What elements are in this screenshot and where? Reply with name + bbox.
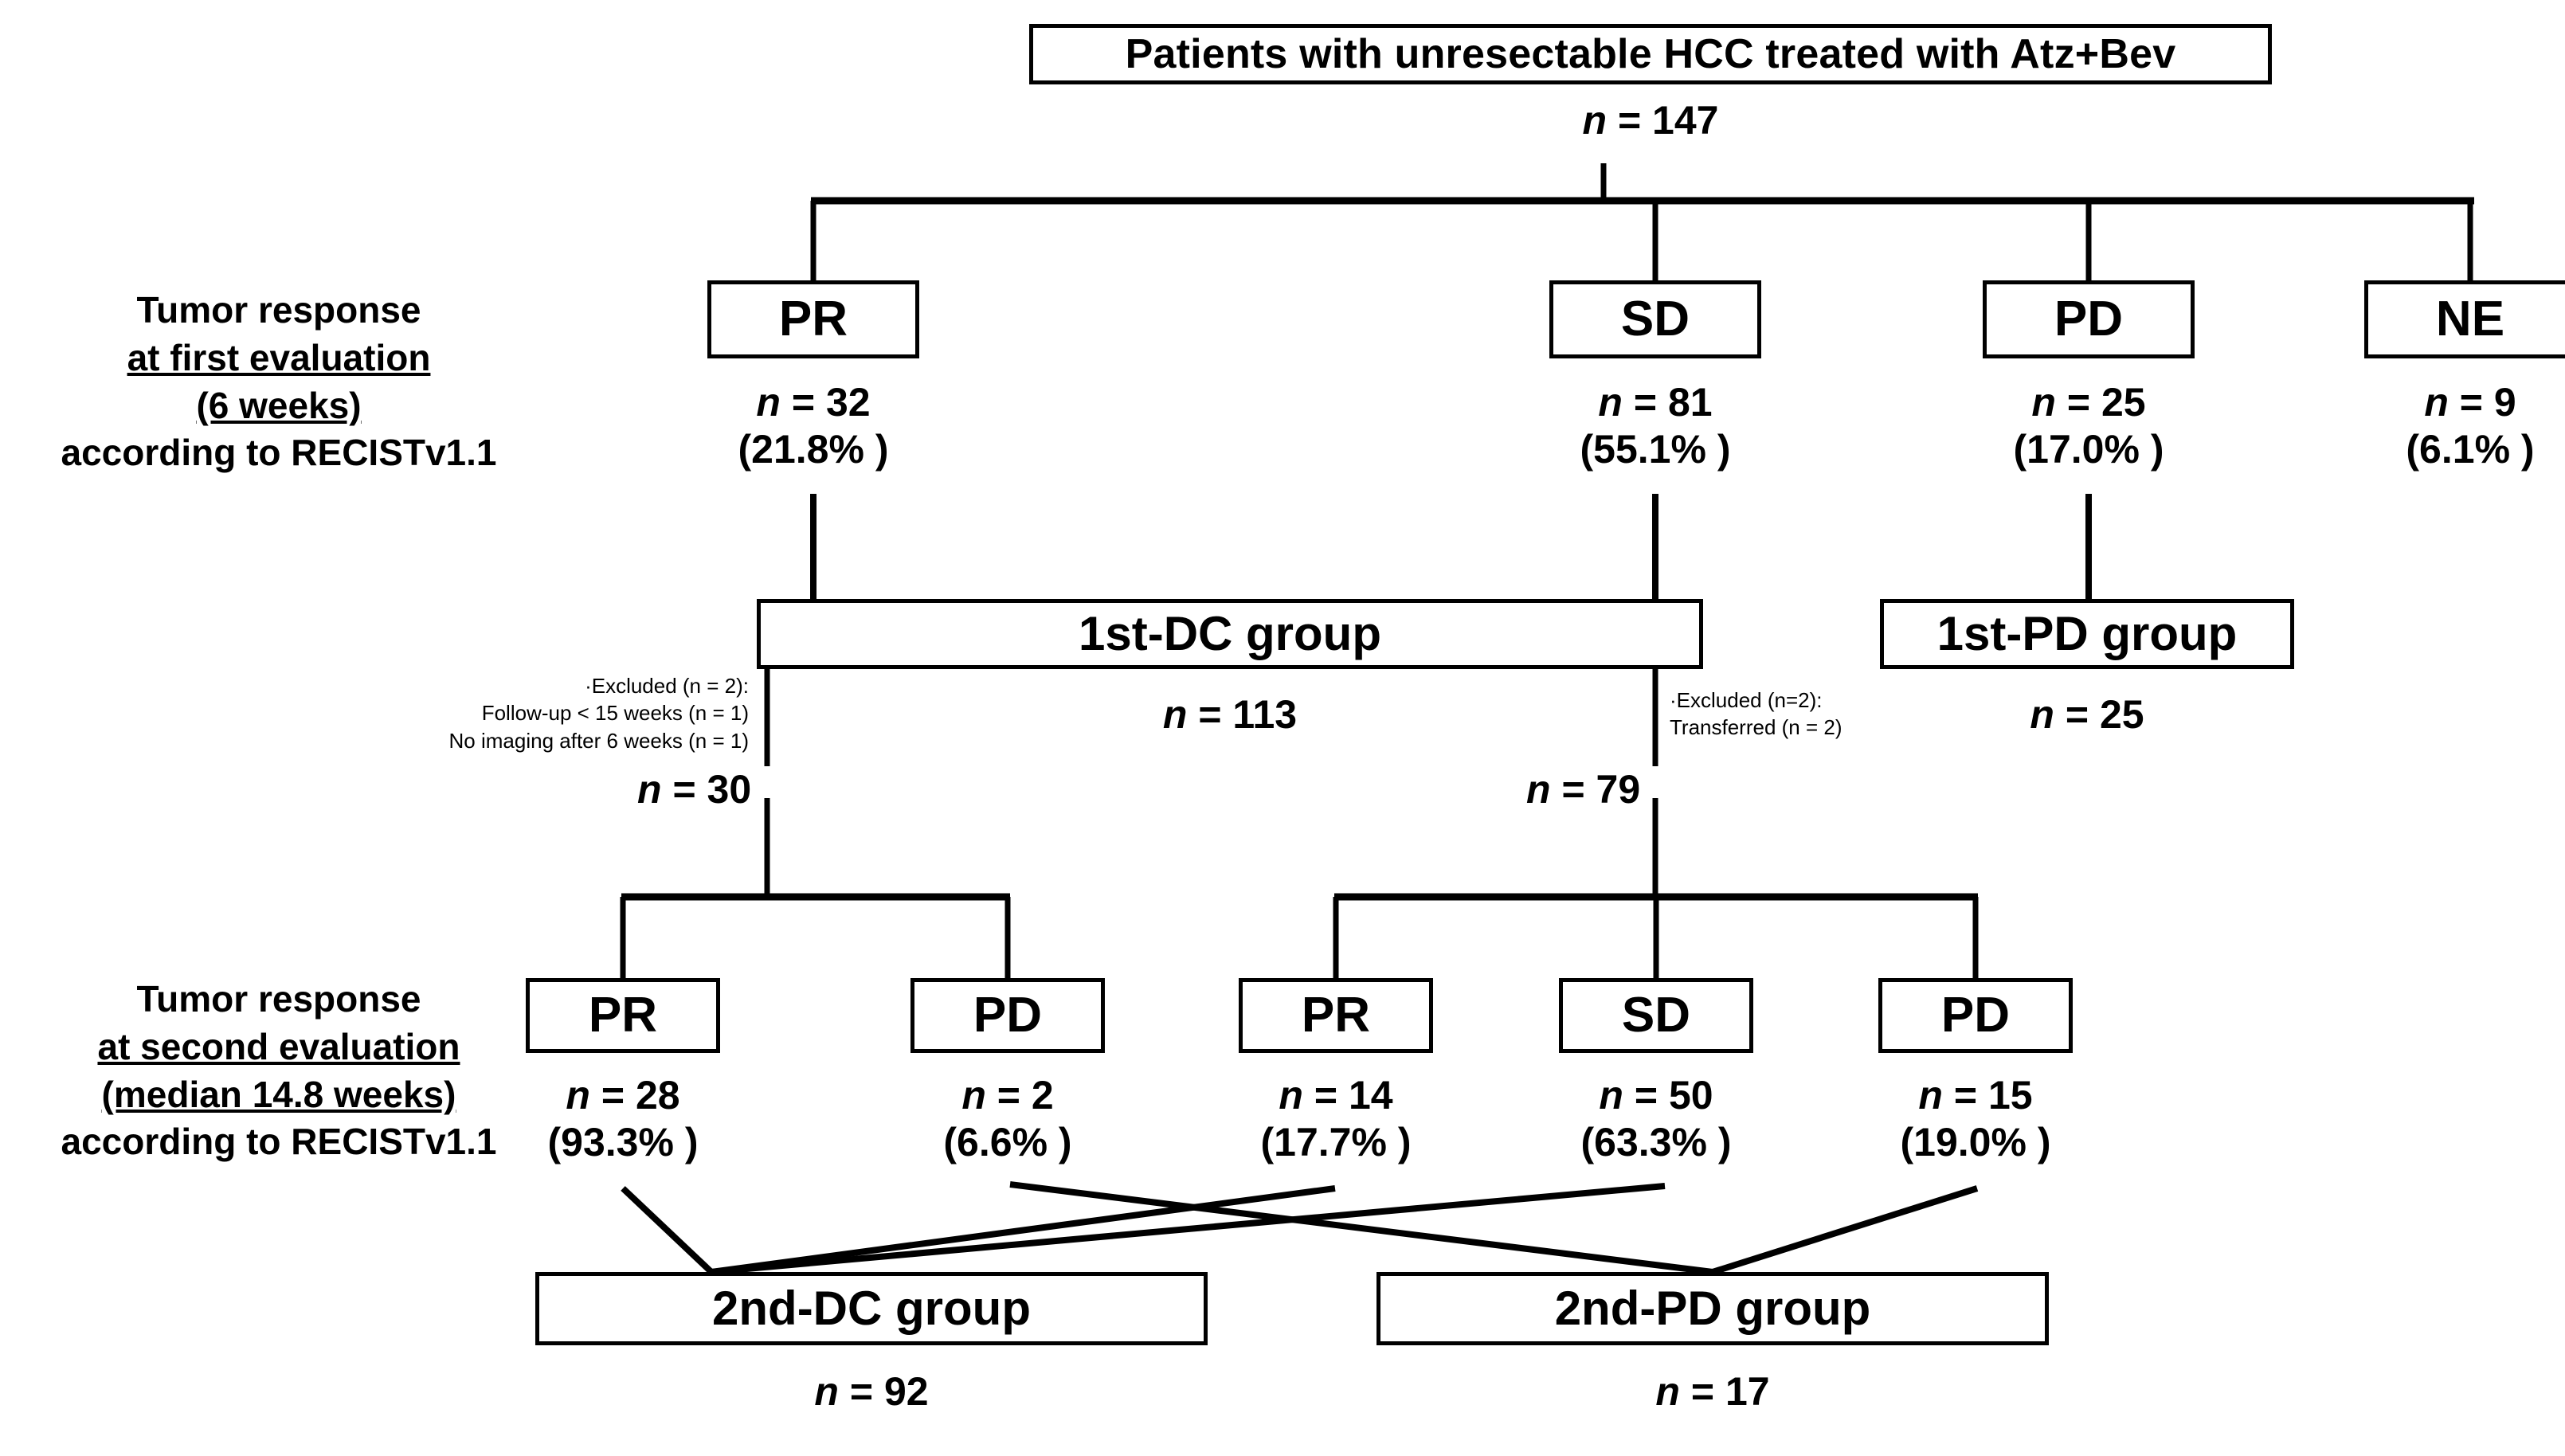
exclusion-note-right: ·Excluded (n=2): Transferred (n = 2) [1670,687,2004,742]
row-label-first-line1: Tumor response [136,289,421,331]
node-group-1st-pd-n: n = 25 [2030,692,2144,737]
branch-count-dc-right: n = 79 [1526,767,1641,812]
root-box-label: Patients with unresectable HCC treated w… [1125,31,2176,77]
row-label-second-line4: according to RECISTv1.1 [61,1121,497,1163]
node-first-pr-label: PR [778,292,848,346]
edge-sd50-to-2nddc [711,1183,1666,1275]
node-second-pr-28-n: n = 28 [566,1073,680,1117]
branch-count-dc-left: n = 30 [637,767,752,812]
row-label-second-line1: Tumor response [136,978,421,1020]
node-second-pr-14-n: n = 14 [1279,1073,1393,1117]
row-label-first-evaluation: Tumor response at first evaluation (6 we… [32,287,526,477]
edge-pr14-to-2nddc [711,1185,1336,1275]
node-second-pd-15-n: n = 15 [1918,1073,2033,1117]
row-label-first-line4: according to RECISTv1.1 [61,432,497,474]
node-group-1st-pd-label: 1st-PD group [1936,607,2238,660]
node-first-pd-pct: (17.0% ) [2013,427,2164,472]
node-second-sd-50: SD [1559,978,1753,1053]
node-first-pd-n: n = 25 [2031,380,2146,425]
node-group-2nd-pd-n: n = 17 [1655,1369,1770,1414]
node-second-pr-28-pct: (93.3% ) [547,1120,699,1164]
node-first-ne-pct: (6.1% ) [2406,427,2535,472]
node-first-pr-caption: n = 32 (21.8% ) [660,379,967,473]
exclusion-note-left-line3: No imaging after 6 weeks (n = 1) [448,728,749,753]
node-second-pr-14-caption: n = 14 (17.7% ) [1191,1072,1481,1166]
node-group-2nd-pd: 2nd-PD group [1376,1272,2049,1345]
node-second-pd-2-n: n = 2 [961,1073,1054,1117]
node-first-sd-n: n = 81 [1598,380,1713,425]
node-second-pr-28-label: PR [588,988,658,1043]
edge-pd2-to-2ndpd [1009,1181,1713,1275]
node-group-1st-pd: 1st-PD group [1880,599,2294,669]
node-second-sd-50-n: n = 50 [1599,1073,1713,1117]
node-first-sd-caption: n = 81 (55.1% ) [1502,379,1809,473]
node-first-pr-pct: (21.8% ) [738,427,889,472]
root-box: Patients with unresectable HCC treated w… [1029,24,2272,84]
node-first-ne: NE [2364,280,2565,358]
node-second-pd-2-pct: (6.6% ) [943,1120,1072,1164]
exclusion-note-left-line2: Follow-up < 15 weeks (n = 1) [481,701,749,726]
row-label-second-line3: (median 14.8 weeks) [101,1073,456,1115]
row-label-first-line3: (6 weeks) [196,384,362,426]
row-label-second-line2: at second evaluation [97,1025,460,1067]
exclusion-note-right-line2: Transferred (n = 2) [1670,715,1842,740]
node-second-pd-15-caption: n = 15 (19.0% ) [1831,1072,2121,1166]
node-second-pr-14-pct: (17.7% ) [1260,1120,1412,1164]
node-second-pr-14: PR [1239,978,1433,1053]
node-second-pd-15: PD [1878,978,2073,1053]
node-group-2nd-dc: 2nd-DC group [535,1272,1208,1345]
node-second-pd-2-label: PD [973,988,1043,1043]
node-second-pr-14-label: PR [1301,988,1371,1043]
node-first-pd: PD [1983,280,2195,358]
node-second-pr-28: PR [526,978,720,1053]
exclusion-note-left: ·Excluded (n = 2): Follow-up < 15 weeks … [143,672,749,754]
node-first-pd-caption: n = 25 (17.0% ) [1935,379,2242,473]
node-second-sd-50-caption: n = 50 (63.3% ) [1511,1072,1801,1166]
node-second-pd-15-label: PD [1940,988,2011,1043]
node-group-1st-dc-n: n = 113 [1162,692,1298,737]
node-first-pr-n: n = 32 [756,380,871,425]
node-group-1st-dc-label: 1st-DC group [1079,607,1381,660]
node-second-sd-50-label: SD [1621,988,1691,1043]
node-first-pr: PR [707,280,919,358]
node-group-2nd-dc-label: 2nd-DC group [712,1282,1031,1335]
exclusion-note-left-line1: ·Excluded (n = 2): [585,674,749,698]
root-n: n = 147 [1582,98,1719,143]
node-first-ne-caption: n = 9 (6.1% ) [2316,379,2565,473]
node-first-sd-pct: (55.1% ) [1580,427,1731,472]
node-first-sd: SD [1549,280,1761,358]
node-first-ne-n: n = 9 [2424,380,2516,425]
node-first-ne-label: NE [2435,292,2505,346]
row-label-first-line2: at first evaluation [127,336,431,378]
node-second-pr-28-caption: n = 28 (93.3% ) [478,1072,768,1166]
node-group-2nd-pd-label: 2nd-PD group [1554,1282,1871,1335]
node-group-2nd-dc-n: n = 92 [814,1369,929,1414]
row-label-second-evaluation: Tumor response at second evaluation (med… [32,976,526,1166]
node-group-1st-dc: 1st-DC group [757,599,1703,669]
edge-pr28-to-2nddc [621,1186,714,1274]
exclusion-note-right-line1: ·Excluded (n=2): [1670,688,1823,712]
node-second-pd-2-caption: n = 2 (6.6% ) [863,1072,1153,1166]
node-first-pd-label: PD [2054,292,2124,346]
node-second-sd-50-pct: (63.3% ) [1580,1120,1732,1164]
node-first-sd-label: SD [1620,292,1690,346]
edge-pd15-to-2ndpd [1711,1185,1979,1275]
node-second-pd-15-pct: (19.0% ) [1900,1120,2051,1164]
node-second-pd-2: PD [910,978,1105,1053]
